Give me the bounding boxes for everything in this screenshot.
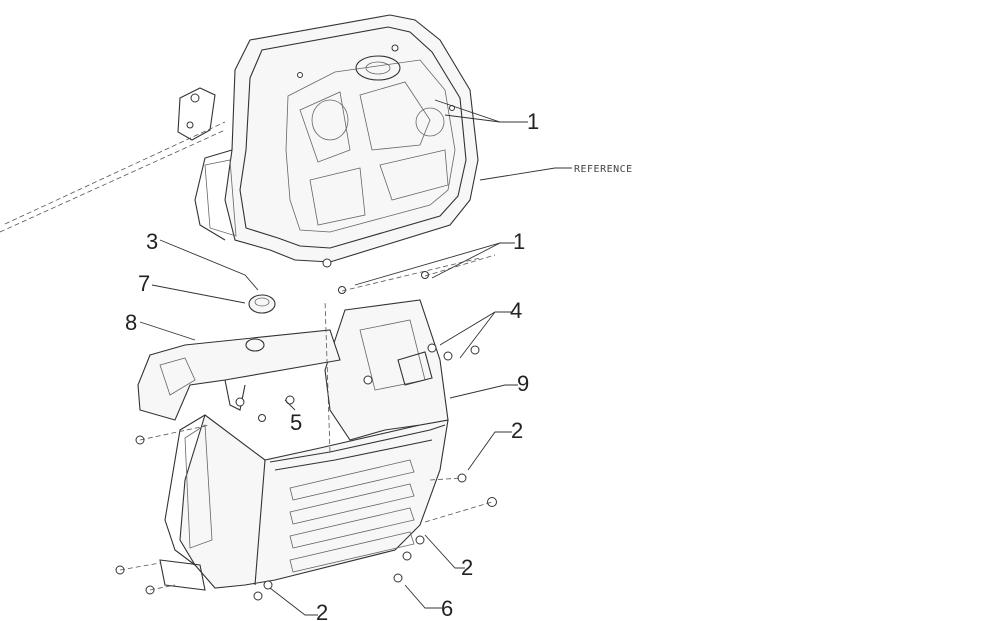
callout-7: 7 bbox=[138, 271, 150, 296]
callout-2-right: 2 bbox=[511, 418, 523, 443]
alignment-lines bbox=[119, 254, 496, 591]
steering-bracket bbox=[0, 87, 226, 233]
callout-8: 8 bbox=[125, 310, 137, 335]
callout-3: 3 bbox=[146, 229, 158, 254]
reference-label: REFERENCE bbox=[574, 164, 633, 175]
filler-cap bbox=[245, 294, 276, 352]
callout-2-lower: 2 bbox=[461, 555, 473, 580]
callout-labels: 1 1 3 7 8 4 9 5 2 2 6 2 REFERENCE bbox=[125, 109, 633, 621]
front-grille-panel bbox=[159, 414, 449, 591]
callout-1-top: 1 bbox=[527, 109, 539, 134]
mounting-bracket bbox=[137, 329, 341, 421]
callout-9: 9 bbox=[517, 371, 529, 396]
callout-1-mid: 1 bbox=[513, 229, 525, 254]
hood-housing bbox=[194, 14, 479, 263]
leader-lines bbox=[139, 99, 572, 616]
callout-5: 5 bbox=[290, 410, 302, 435]
fasteners bbox=[115, 258, 497, 601]
callout-2-bottom: 2 bbox=[316, 600, 328, 621]
callout-4: 4 bbox=[510, 298, 522, 323]
side-panel bbox=[324, 299, 449, 441]
callout-6: 6 bbox=[441, 596, 453, 621]
